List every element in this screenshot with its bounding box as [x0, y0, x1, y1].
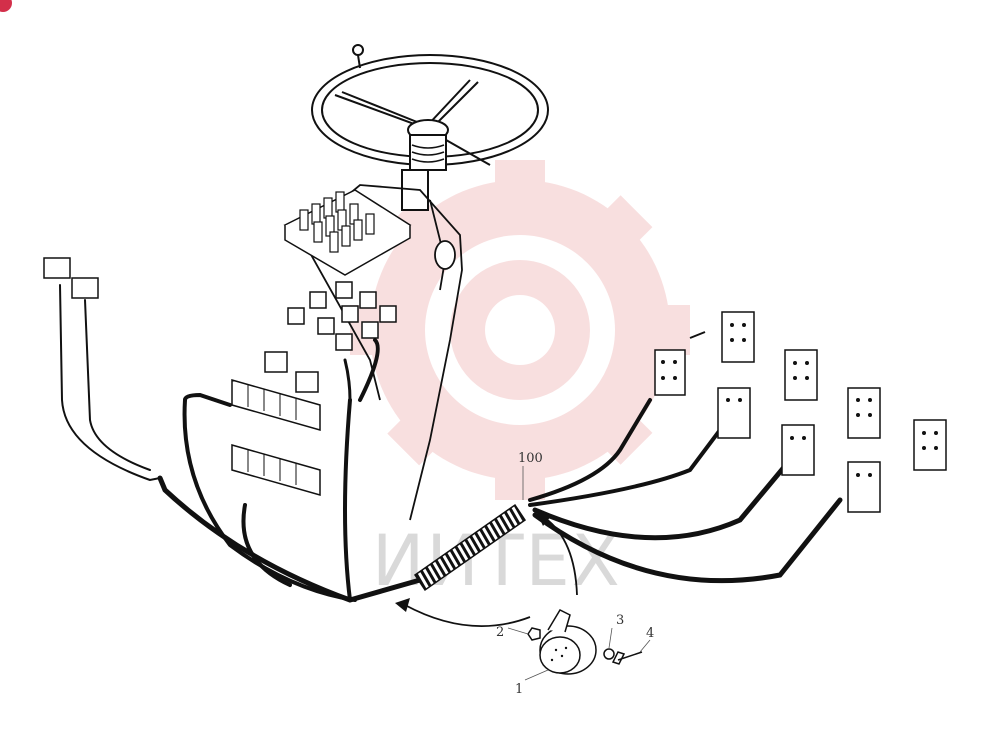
fuse-block: [283, 189, 412, 276]
leader-lines: [507, 466, 651, 681]
callout-harness: 100: [518, 451, 543, 466]
coiled-harness: [413, 503, 527, 592]
right-connectors: [654, 311, 947, 513]
callout-horn: 1: [515, 682, 523, 697]
arrow-head-left-icon: [395, 598, 410, 612]
terminal-strips: [231, 379, 321, 496]
callout-washer: 3: [616, 613, 624, 628]
horn-assembly: [527, 609, 643, 675]
steering-wheel: [311, 44, 549, 211]
assembly-arrows: [404, 517, 578, 627]
left-connectors: [43, 257, 99, 299]
main-harness-cables: [59, 284, 843, 603]
corner-badge: [0, 0, 12, 12]
callout-bolt: 4: [646, 626, 654, 641]
dashboard-console: [299, 184, 463, 521]
arrow-head-up-icon: [537, 513, 552, 526]
relay-cluster: [264, 281, 397, 393]
callout-nut: 2: [496, 625, 504, 640]
